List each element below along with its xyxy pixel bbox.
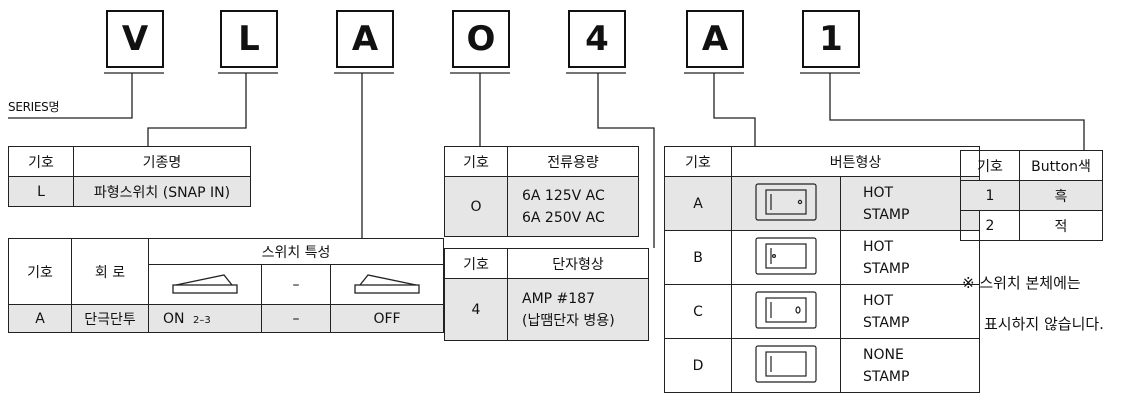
table-header: 기호 <box>8 146 74 177</box>
table-header: 회 로 <box>71 238 149 305</box>
stamp-line: STAMP <box>863 368 910 385</box>
table-cell: 6A 125V AC 6A 250V AC <box>507 176 639 237</box>
table-cell: – <box>261 264 331 305</box>
table-cell: B <box>664 230 732 285</box>
note-line-1: ※ 스위치 본체에는 <box>962 274 1081 292</box>
rocker-off-icon <box>330 264 444 305</box>
code-box-circuit: A <box>336 10 394 68</box>
table-cell: NONE STAMP <box>840 338 980 393</box>
code-box-series: V <box>106 10 164 68</box>
code-box-model: L <box>220 10 278 68</box>
table-cell: 단극단투 <box>71 304 149 333</box>
model-table: 기호 기종명 L 파형스위치 (SNAP IN) <box>8 146 251 207</box>
stamp-line: NONE <box>863 346 904 363</box>
table-header: 단자형상 <box>507 248 649 279</box>
table-cell: OFF <box>330 304 444 333</box>
table-header: 기호 <box>444 248 508 279</box>
table-header: 스위치 특성 <box>148 238 444 265</box>
table-cell: 적 <box>1019 210 1103 241</box>
rocker-on-icon <box>148 264 262 305</box>
terminal-table: 기호 단자형상 4 AMP #187 (납땜단자 병용) <box>444 248 649 341</box>
button-shape-table: 기호 버튼형상 A HOT STAMP B HOT STAMP C <box>664 146 980 393</box>
table-header: 기호 <box>664 146 732 177</box>
code-box-terminal: 4 <box>568 10 626 68</box>
series-label: SERIES명 <box>8 100 60 114</box>
button-shape-b-icon <box>731 230 841 285</box>
table-cell: 2 <box>960 210 1020 241</box>
table-cell: ON 2–3 <box>148 304 262 333</box>
button-shape-d-icon <box>731 338 841 393</box>
code-box-rating: O <box>452 10 510 68</box>
code-letter: V <box>121 19 149 59</box>
table-cell: C <box>664 284 732 339</box>
code-letter: L <box>238 19 260 59</box>
stamp-line: STAMP <box>863 260 910 277</box>
button-shape-a-icon <box>731 176 841 231</box>
table-cell: A <box>664 176 732 231</box>
table-cell: O <box>444 176 508 237</box>
terminal-line: AMP #187 <box>522 290 596 307</box>
code-box-button-shape: A <box>686 10 744 68</box>
circuit-table: 기호 회 로 스위치 특성 – A 단극단투 ON 2–3 – OFF <box>8 238 444 333</box>
table-cell: HOT STAMP <box>840 284 980 339</box>
table-cell: AMP #187 (납땜단자 병용) <box>507 278 649 341</box>
code-letter: A <box>351 19 379 59</box>
table-cell: HOT STAMP <box>840 176 980 231</box>
table-cell: 흑 <box>1019 180 1103 211</box>
code-letter: 4 <box>585 19 609 59</box>
table-cell: 1 <box>960 180 1020 211</box>
table-cell: D <box>664 338 732 393</box>
button-color-table: 기호 Button색 1 흑 2 적 <box>960 150 1103 241</box>
code-letter: 1 <box>819 19 843 59</box>
table-header: 기호 <box>8 238 72 305</box>
terminal-label: 2–3 <box>192 314 211 326</box>
stamp-line: HOT <box>863 238 894 255</box>
table-cell: 파형스위치 (SNAP IN) <box>73 176 251 207</box>
rating-line: 6A 125V AC <box>522 187 605 204</box>
table-cell: A <box>8 304 72 333</box>
table-cell: L <box>8 176 74 207</box>
code-box-button-color: 1 <box>802 10 860 68</box>
table-cell: 4 <box>444 278 508 341</box>
stamp-line: STAMP <box>863 314 910 331</box>
note-line-2: 표시하지 않습니다. <box>984 315 1104 333</box>
table-header: 기호 <box>444 146 508 177</box>
rating-table: 기호 전류용량 O 6A 125V AC 6A 250V AC <box>444 146 639 237</box>
table-header: 전류용량 <box>507 146 639 177</box>
table-cell: – <box>261 304 331 333</box>
on-label: ON <box>163 310 185 327</box>
stamp-line: STAMP <box>863 206 910 223</box>
button-shape-c-icon <box>731 284 841 339</box>
table-header: 기호 <box>960 150 1020 181</box>
table-header: 버튼형상 <box>731 146 980 177</box>
table-cell: HOT STAMP <box>840 230 980 285</box>
stamp-line: HOT <box>863 292 894 309</box>
table-header: Button색 <box>1019 150 1103 181</box>
table-header: 기종명 <box>73 146 251 177</box>
code-letter: A <box>701 19 729 59</box>
terminal-line: (납땜단자 병용) <box>522 312 615 329</box>
code-letter: O <box>466 19 496 59</box>
stamp-line: HOT <box>863 184 894 201</box>
rating-line: 6A 250V AC <box>522 209 605 226</box>
